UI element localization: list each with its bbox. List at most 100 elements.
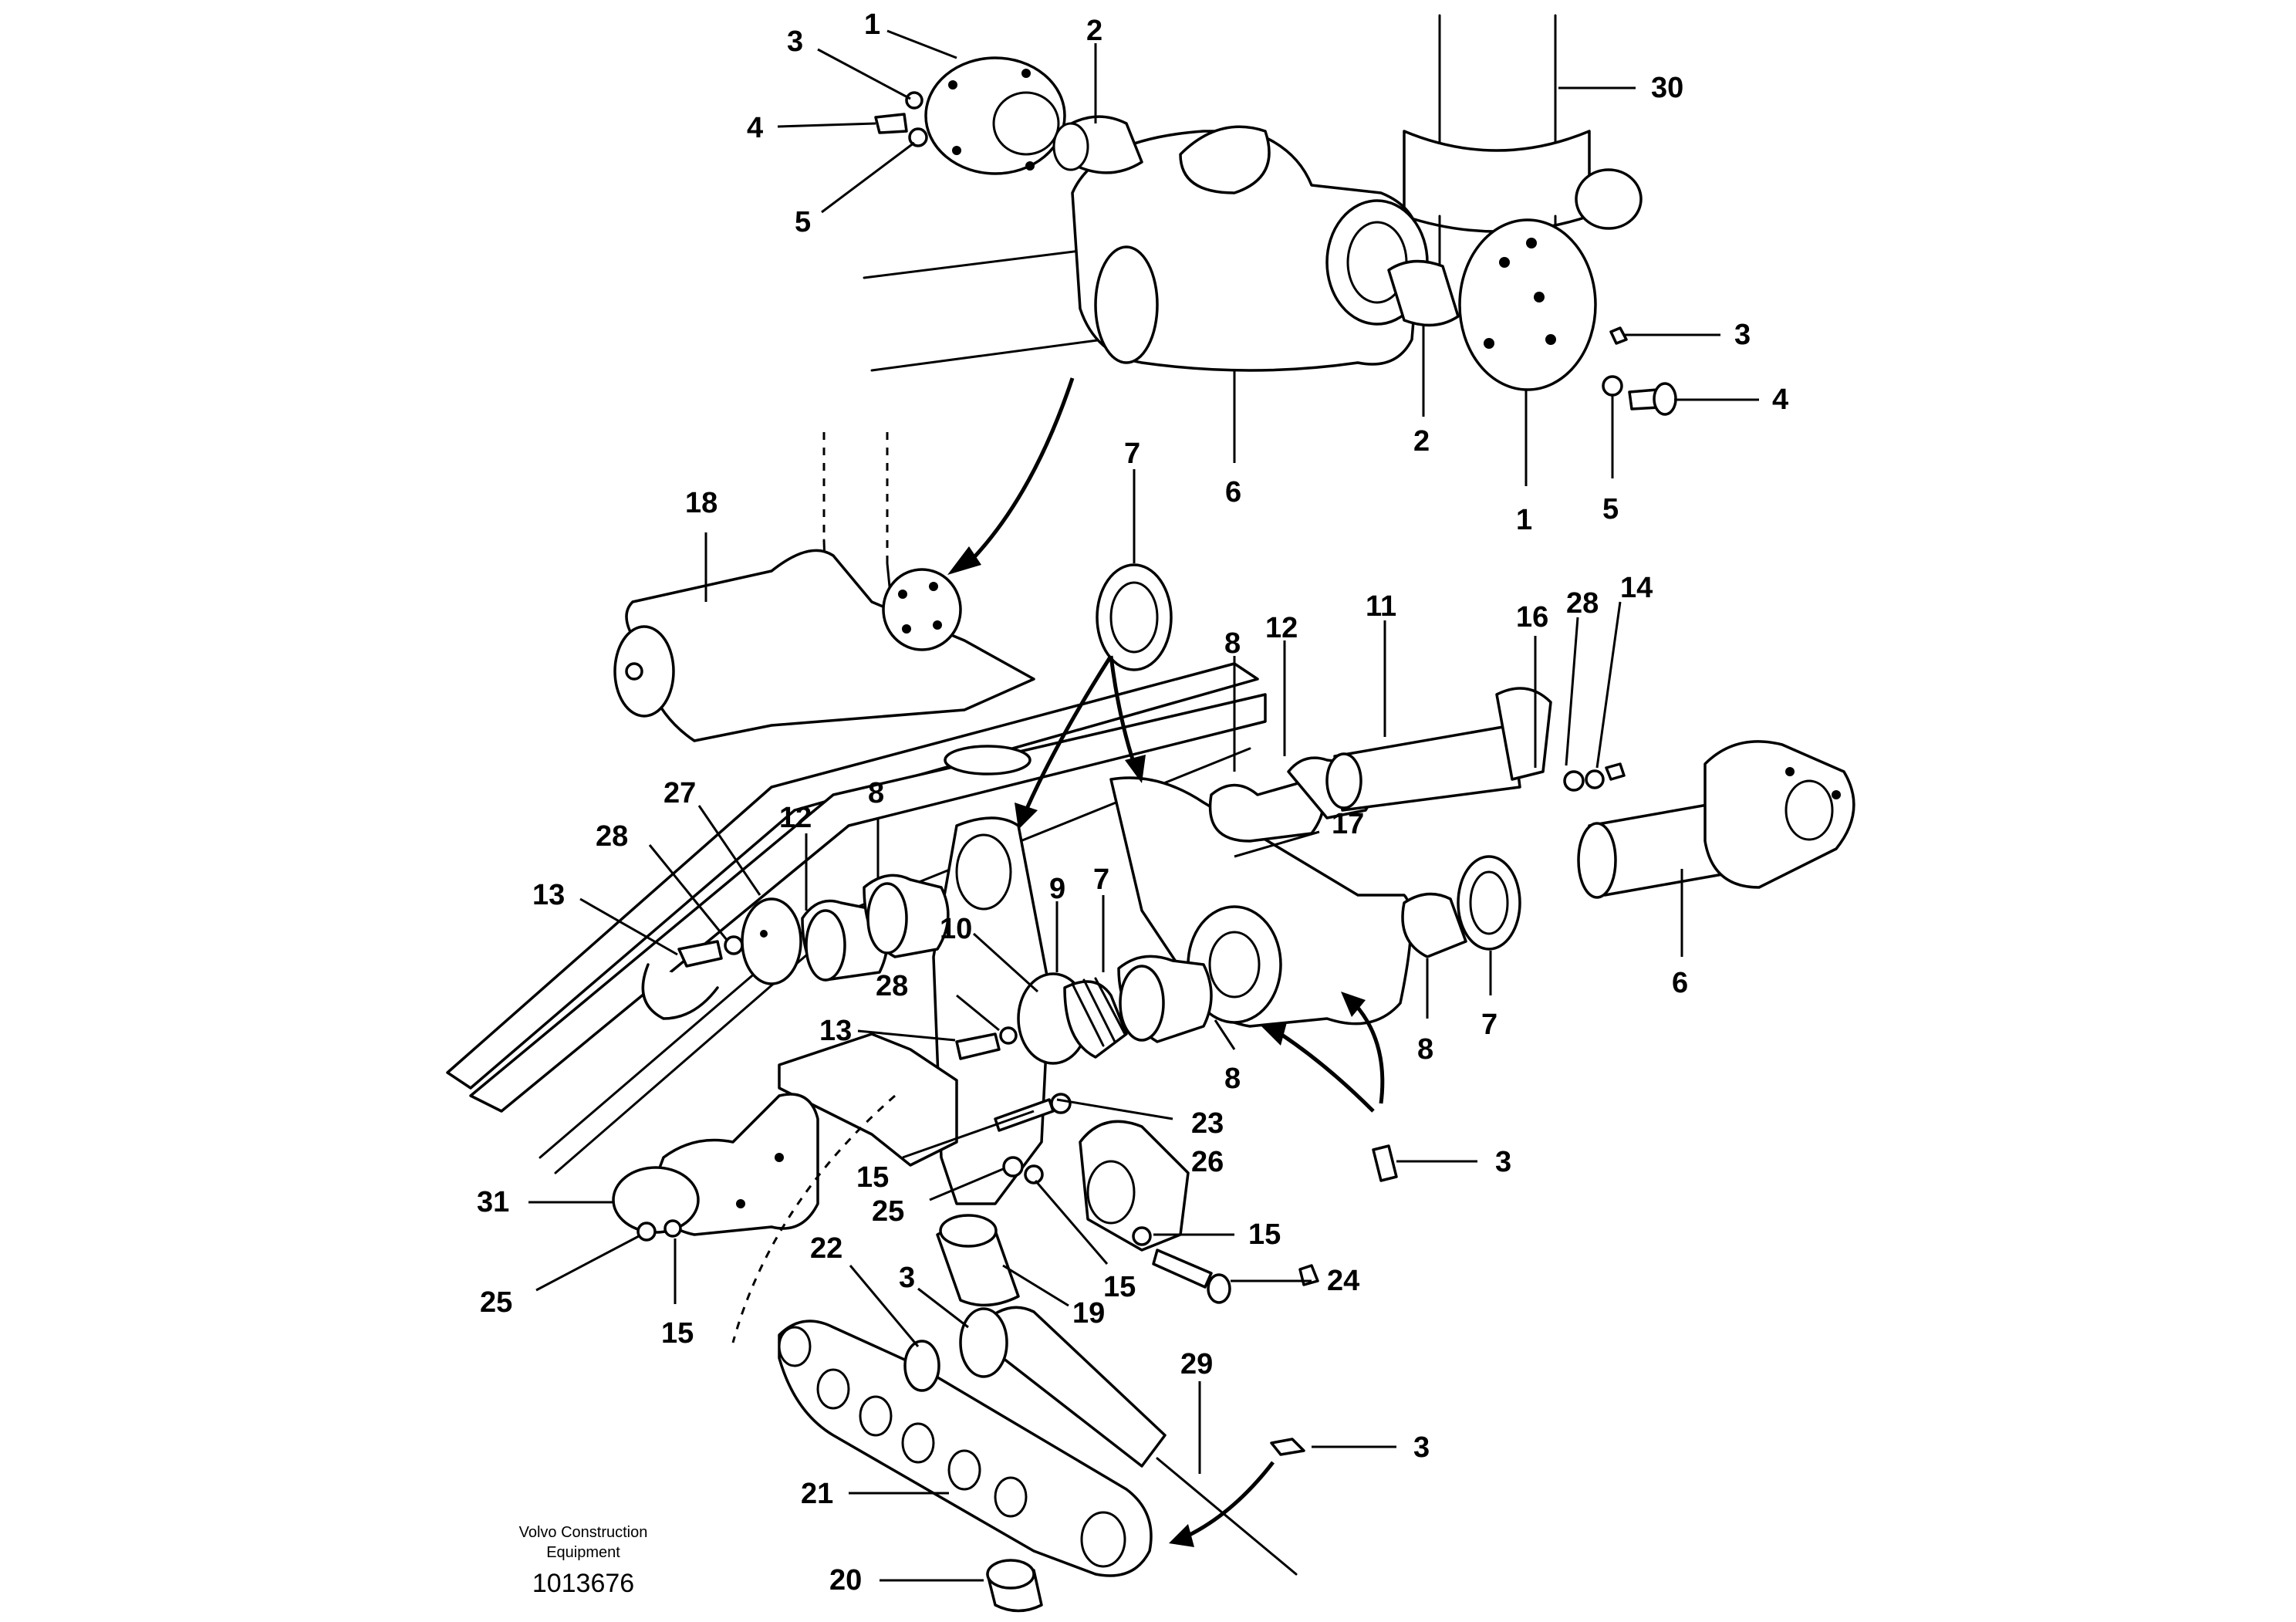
callout-label: 26 bbox=[1191, 1146, 1224, 1178]
callout-label: 1 bbox=[1516, 504, 1532, 536]
callout-7-top: 7 bbox=[1124, 438, 1140, 563]
callout-label: 3 bbox=[899, 1262, 915, 1294]
callout-label: 23 bbox=[1191, 1107, 1224, 1140]
callout-label: 27 bbox=[663, 777, 696, 809]
callout-17: 17 bbox=[1234, 808, 1364, 858]
callout-28-mid: 28 bbox=[876, 970, 1000, 1032]
footer-credit: Volvo Construction Equipment 1013676 bbox=[519, 1524, 648, 1598]
callout-15-d: 15 bbox=[1153, 1218, 1281, 1251]
upper-pivot-assembly bbox=[863, 14, 1677, 416]
callout-29: 29 bbox=[1180, 1348, 1213, 1474]
callout-8-right: 8 bbox=[1417, 958, 1433, 1066]
callout-8-top: 8 bbox=[1224, 627, 1241, 772]
callout-15-c: 15 bbox=[661, 1238, 694, 1350]
callout-24: 24 bbox=[1231, 1265, 1359, 1297]
callout-26: 26 bbox=[1191, 1146, 1224, 1178]
callout-label: 13 bbox=[532, 879, 565, 911]
callout-label: 28 bbox=[876, 970, 908, 1002]
callout-label: 11 bbox=[1366, 590, 1396, 623]
callout-2-right: 2 bbox=[1413, 324, 1430, 458]
callout-10: 10 bbox=[940, 913, 1039, 993]
callout-label: 7 bbox=[1481, 1009, 1497, 1041]
callout-25-b: 25 bbox=[480, 1235, 640, 1319]
callout-6-top: 6 bbox=[1225, 370, 1241, 509]
brand-line-2: Equipment bbox=[546, 1544, 620, 1561]
callout-label: 12 bbox=[1265, 612, 1298, 644]
callout-label: 28 bbox=[1566, 587, 1599, 620]
callout-label: 8 bbox=[1224, 1063, 1241, 1095]
grease-nipples bbox=[1298, 1144, 1398, 1286]
brand-line-1: Volvo Construction bbox=[519, 1524, 648, 1541]
callout-label: 4 bbox=[747, 112, 763, 144]
callout-13-mid: 13 bbox=[819, 1015, 956, 1047]
callout-5-right: 5 bbox=[1602, 395, 1619, 525]
callout-28-left: 28 bbox=[596, 820, 728, 941]
callout-label: 3 bbox=[787, 25, 803, 58]
callout-3-right: 3 bbox=[1624, 319, 1751, 351]
callout-15-a: 15 bbox=[856, 1110, 1035, 1194]
callout-25-a: 25 bbox=[872, 1168, 1004, 1228]
callout-label: 8 bbox=[868, 777, 884, 809]
pins-and-bushings bbox=[677, 563, 1855, 1132]
callout-label: 13 bbox=[819, 1015, 852, 1047]
callout-label: 5 bbox=[795, 206, 811, 238]
callout-label: 21 bbox=[801, 1478, 833, 1510]
callout-label: 3 bbox=[1734, 319, 1751, 351]
callout-3-mid: 3 bbox=[1396, 1146, 1511, 1178]
callout-7-mid: 7 bbox=[1093, 863, 1109, 972]
callout-22: 22 bbox=[810, 1232, 920, 1347]
callout-11: 11 bbox=[1366, 590, 1396, 737]
callout-9: 9 bbox=[1049, 873, 1065, 972]
callout-label: 16 bbox=[1516, 601, 1548, 634]
callout-label: 3 bbox=[1413, 1431, 1430, 1464]
callout-12-left: 12 bbox=[779, 802, 812, 911]
callout-label: 17 bbox=[1332, 808, 1364, 840]
assembly-arrows bbox=[947, 377, 1385, 1547]
callout-16: 16 bbox=[1516, 601, 1548, 768]
callout-3-low: 3 bbox=[899, 1262, 969, 1329]
callout-label: 9 bbox=[1049, 873, 1065, 905]
callout-label: 18 bbox=[685, 487, 718, 519]
callout-3: 3 bbox=[787, 25, 911, 100]
callout-label: 12 bbox=[779, 802, 812, 834]
callout-label: 15 bbox=[856, 1161, 889, 1194]
callout-label: 25 bbox=[480, 1286, 512, 1319]
callout-4-right: 4 bbox=[1674, 384, 1788, 416]
callout-label: 15 bbox=[661, 1317, 694, 1350]
callout-20: 20 bbox=[829, 1564, 984, 1597]
callout-label: 8 bbox=[1224, 627, 1241, 660]
callout-19: 19 bbox=[1002, 1264, 1105, 1330]
callout-1: 1 bbox=[864, 8, 957, 59]
lower-fasteners bbox=[731, 1094, 1231, 1343]
main-frame bbox=[446, 432, 1267, 1174]
callout-5: 5 bbox=[795, 141, 915, 238]
callout-label: 15 bbox=[1248, 1218, 1281, 1251]
callout-label: 2 bbox=[1086, 15, 1102, 47]
callout-label: 10 bbox=[940, 913, 972, 945]
callout-label: 7 bbox=[1093, 863, 1109, 896]
hub-assembly bbox=[612, 1093, 819, 1242]
callout-label: 14 bbox=[1620, 572, 1653, 604]
callout-label: 31 bbox=[477, 1186, 509, 1218]
callout-7-right: 7 bbox=[1481, 951, 1497, 1041]
callout-12-top: 12 bbox=[1265, 612, 1298, 756]
callout-30: 30 bbox=[1558, 72, 1683, 104]
callout-label: 15 bbox=[1103, 1271, 1136, 1303]
callout-label: 28 bbox=[596, 820, 628, 853]
callout-label: 29 bbox=[1180, 1348, 1213, 1380]
figure-number: 1013676 bbox=[532, 1569, 634, 1598]
callout-label: 22 bbox=[810, 1232, 842, 1265]
callout-label: 6 bbox=[1225, 476, 1241, 509]
callout-31: 31 bbox=[477, 1186, 613, 1218]
callout-14: 14 bbox=[1595, 572, 1653, 769]
callout-label: 8 bbox=[1417, 1033, 1433, 1066]
callout-label: 3 bbox=[1495, 1146, 1511, 1178]
callout-label: 4 bbox=[1772, 384, 1788, 416]
callout-28-top: 28 bbox=[1565, 587, 1599, 766]
callout-13-left: 13 bbox=[532, 879, 678, 956]
bottom-link-assembly bbox=[778, 1306, 1305, 1613]
callout-label: 19 bbox=[1072, 1297, 1105, 1330]
callout-18: 18 bbox=[685, 487, 718, 602]
callout-4: 4 bbox=[747, 112, 876, 144]
